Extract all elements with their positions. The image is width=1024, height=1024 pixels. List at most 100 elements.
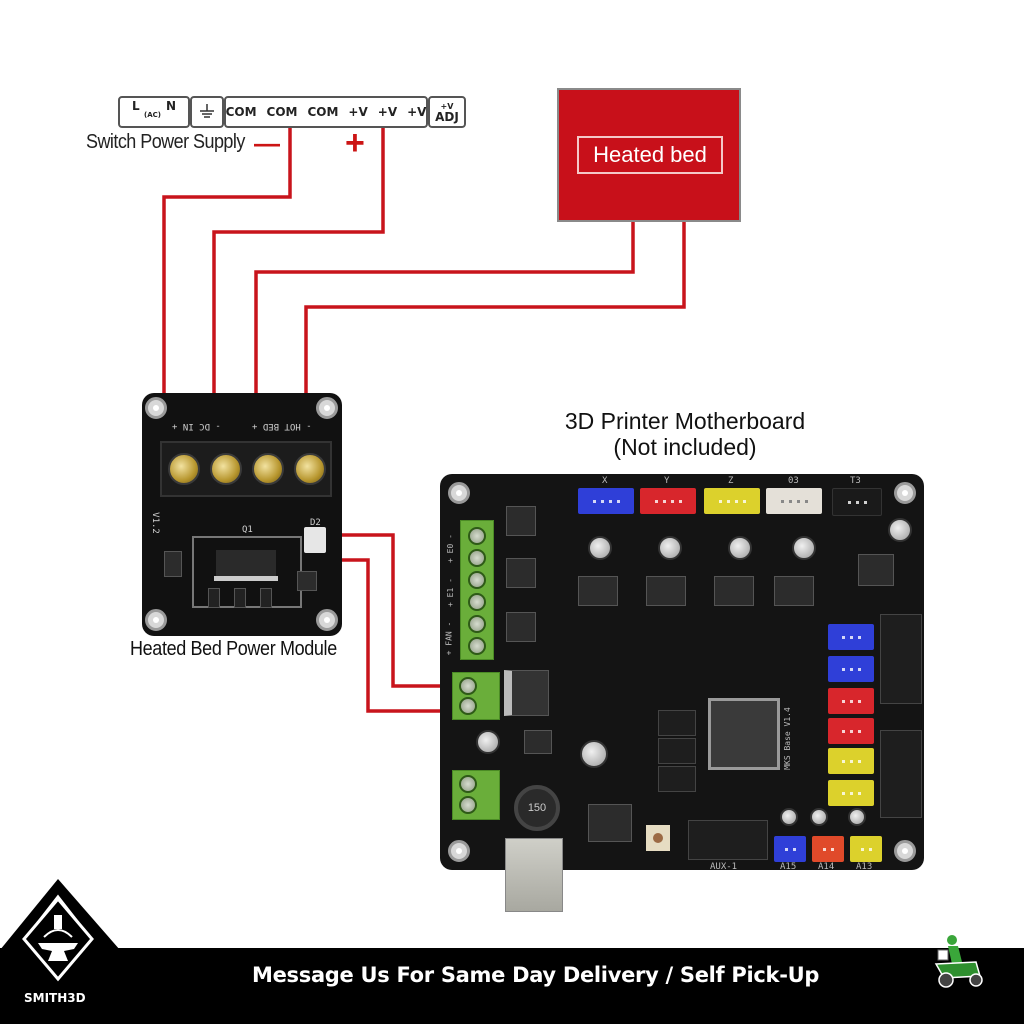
capacitor (580, 740, 608, 768)
label-e0: + E0 - (445, 534, 455, 563)
board-version: MKS Base V1.4 (782, 707, 792, 770)
connector-a14 (812, 836, 844, 862)
footer-banner (0, 948, 1024, 1024)
label-t3: T3 (850, 476, 861, 486)
power-terminal-block (160, 441, 332, 497)
terminal-screw (468, 593, 486, 611)
stepper-driver-ic (774, 576, 814, 606)
negative-symbol: — (254, 128, 280, 158)
power-input-terminal (452, 672, 500, 720)
capacitor (810, 808, 828, 826)
silk-dc-in: - DC IN + (172, 421, 221, 431)
psu-terminal-v-1: +V (348, 105, 368, 119)
connector-z (704, 488, 760, 514)
label-a15: A15 (780, 862, 797, 872)
stepper-driver-ic (714, 576, 754, 606)
scooter-icon (934, 935, 983, 988)
endstop-connector (828, 624, 874, 650)
terminal-screw (468, 637, 486, 655)
terminal-screw (459, 775, 477, 793)
terminal-screw (459, 697, 477, 715)
label-y: Y (664, 476, 670, 486)
psu-adjust: +V ADJ (428, 96, 466, 128)
wire-signal-2 (335, 558, 452, 713)
heated-bed-label: Heated bed (577, 136, 723, 174)
connector-x (578, 488, 634, 514)
brand-name: SMITH3D (24, 991, 86, 1005)
pin-header (658, 738, 696, 764)
label-e1: + E1 - (445, 578, 455, 607)
pin-header (658, 766, 696, 792)
endstop-connector (828, 748, 874, 774)
label-a13: A13 (856, 862, 873, 872)
mount-hole (894, 482, 916, 504)
usb-port (505, 838, 563, 912)
inductor: 150 (514, 785, 560, 831)
psu-terminal-v-2: +V (377, 105, 398, 119)
psu-terminal-n: N (166, 99, 177, 113)
motherboard-title: 3D Printer Motherboard (Not included) (520, 408, 850, 460)
heated-bed-power-module: - DC IN + - HOT BED + V1.2 D2 Q1 (142, 393, 342, 636)
label-z: Z (728, 476, 734, 486)
heated-bed: Heated bed (557, 88, 741, 222)
capacitor (780, 808, 798, 826)
label-x: X (602, 476, 608, 486)
heatsink-fin (208, 588, 220, 608)
endstop-connector (828, 780, 874, 806)
exp-header-1 (880, 614, 922, 704)
terminal-screw (468, 571, 486, 589)
connector-t3 (832, 488, 882, 516)
psu-terminal-com-3: COM (307, 105, 339, 119)
mount-hole (894, 840, 916, 862)
signal-connector (304, 527, 326, 553)
psu-dc-terminals: COM COM COM +V +V +V (224, 96, 428, 128)
usb-serial-ic (588, 804, 632, 842)
label-fan: + FAN - (444, 621, 454, 656)
psu-ground-terminal (190, 96, 224, 128)
mosfet-tab (214, 576, 278, 581)
connector-a13 (850, 836, 882, 862)
psu-terminal-com-2: COM (266, 105, 298, 119)
secondary-power-terminal (452, 770, 500, 820)
silk-version: V1.2 (149, 512, 160, 534)
terminal-screw (168, 453, 200, 485)
capacitor (728, 536, 752, 560)
positive-symbol: + (345, 124, 365, 162)
terminal-screw (459, 677, 477, 695)
aux-1-header (688, 820, 768, 860)
psu-adjust-bottom: ADJ (435, 110, 459, 124)
mcu-chip (708, 698, 780, 770)
heatsink-fin (234, 588, 246, 608)
ground-icon (200, 104, 214, 118)
capacitor (848, 808, 866, 826)
capacitor (658, 536, 682, 560)
footer-message: Message Us For Same Day Delivery / Self … (252, 963, 820, 987)
terminal-screw (468, 527, 486, 545)
capacitor (588, 536, 612, 560)
psu-terminal-l: L (132, 99, 140, 113)
terminal-screw (468, 549, 486, 567)
exp-header-2 (880, 730, 922, 818)
silk-hot-bed: - HOT BED + (252, 421, 312, 431)
mount-hole (448, 482, 470, 504)
terminal-screw (468, 615, 486, 633)
mount-hole (316, 397, 338, 419)
terminal-screw (459, 796, 477, 814)
ic-u2 (297, 571, 317, 591)
wire-signal-1 (335, 533, 452, 688)
mount-hole (316, 609, 338, 631)
anvil-icon (22, 896, 94, 982)
capacitor (888, 518, 912, 542)
reset-button (646, 825, 670, 851)
power-module-label: Heated Bed Power Module (130, 638, 337, 660)
connector-y (640, 488, 696, 514)
connector-a15 (774, 836, 806, 862)
psu-terminal-ac: (AC) (144, 111, 161, 119)
stepper-driver-ic (578, 576, 618, 606)
connector-03 (766, 488, 822, 514)
mount-hole (145, 397, 167, 419)
terminal-screw (210, 453, 242, 485)
terminal-screw (294, 453, 326, 485)
motherboard: X Y Z 03 T3 + E0 - + E1 - + FAN - (440, 474, 924, 872)
psu-adjust-top: +V (440, 102, 454, 111)
